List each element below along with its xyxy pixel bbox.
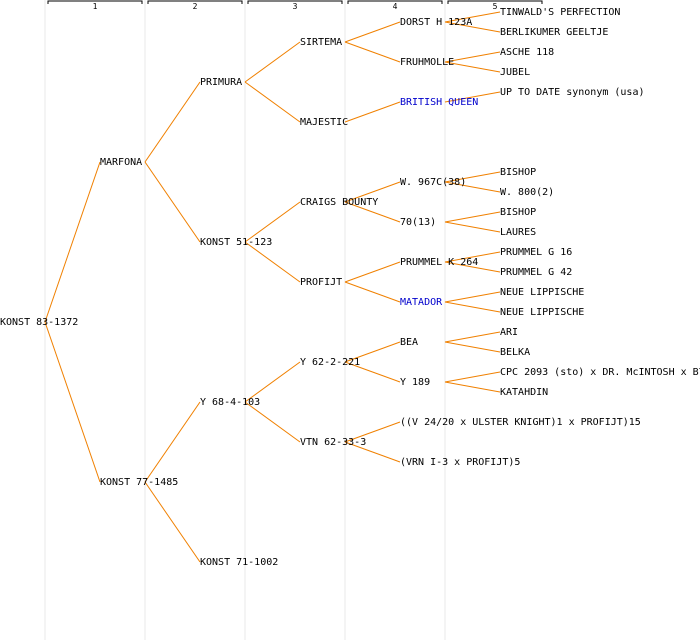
pedigree-edge xyxy=(244,401,301,443)
ancestor-label: BISHOP xyxy=(500,207,536,218)
ancestor-label: 70(13) xyxy=(400,217,436,228)
pedigree-edge xyxy=(344,101,401,123)
ancestor-label: KONST 71-1002 xyxy=(200,557,278,568)
pedigree-edge xyxy=(444,301,501,313)
ancestor-label: KONST 77-1485 xyxy=(100,477,178,488)
generation-label: 2 xyxy=(193,2,198,11)
pedigree-edge xyxy=(444,381,501,393)
ancestor-label: VTN 62-33-3 xyxy=(300,437,366,448)
ancestor-label: CRAIGS BOUNTY xyxy=(300,197,378,208)
generation-label: 4 xyxy=(393,2,398,11)
ancestor-label: KONST 51-123 xyxy=(200,237,272,248)
pedigree-edge xyxy=(344,261,401,283)
pedigree-edge xyxy=(344,181,401,203)
pedigree-edge xyxy=(444,211,501,223)
ancestor-label: FRUHMOLLE xyxy=(400,57,454,68)
pedigree-edge xyxy=(444,331,501,343)
pedigree-edge xyxy=(444,251,501,263)
pedigree-edge xyxy=(444,91,501,103)
pedigree-edge xyxy=(344,201,401,223)
generation-label: 5 xyxy=(493,2,498,11)
pedigree-edge xyxy=(444,11,501,23)
pedigree-edge xyxy=(144,81,201,163)
pedigree-edge xyxy=(344,341,401,363)
pedigree-edge xyxy=(444,221,501,233)
ancestor-label: TINWALD'S PERFECTION xyxy=(500,7,620,18)
pedigree-edge xyxy=(244,41,301,83)
ancestor-label: MAJESTIC xyxy=(300,117,348,128)
ancestor-label: ARI xyxy=(500,327,518,338)
ancestor-label: NEUE LIPPISCHE xyxy=(500,307,584,318)
ancestor-link[interactable]: MATADOR xyxy=(400,297,443,308)
ancestor-label: ((V 24/20 x ULSTER KNIGHT)1 x PROFIJT)15 xyxy=(400,417,641,428)
pedigree-edge xyxy=(244,201,301,243)
ancestor-label: CPC 2093 (sto) x DR. McINTOSH x B7 xyxy=(500,367,700,378)
ancestor-label: Y 68-4-103 xyxy=(200,397,260,408)
pedigree-edge xyxy=(244,81,301,123)
pedigree-labels: KONST 83-1372 MARFONA KONST 77-1485 PRIMURA… xyxy=(0,7,700,568)
pedigree-edge xyxy=(444,291,501,303)
ancestor-label: W. 800(2) xyxy=(500,187,554,198)
ancestor-label: JUBEL xyxy=(500,67,530,78)
pedigree-edge xyxy=(344,41,401,63)
ancestor-label: (VRN I-3 x PROFIJT)5 xyxy=(400,457,520,468)
pedigree-edge xyxy=(244,361,301,403)
pedigree-edge xyxy=(344,441,401,463)
ancestor-label: ASCHE 118 xyxy=(500,47,554,58)
ancestor-label: LAURES xyxy=(500,227,536,238)
generation-label: 3 xyxy=(293,2,298,11)
generation-label: 1 xyxy=(93,2,98,11)
pedigree-edge xyxy=(444,21,501,33)
generation-bracket xyxy=(247,0,343,4)
ancestor-link[interactable]: BRITISH QUEEN xyxy=(400,97,478,108)
generation-bracket xyxy=(147,0,243,4)
ancestor-label: BISHOP xyxy=(500,167,536,178)
generation-bracket xyxy=(447,0,543,4)
ancestor-label: NEUE LIPPISCHE xyxy=(500,287,584,298)
pedigree-edge xyxy=(44,161,101,323)
ancestor-label: W. 967C(38) xyxy=(400,177,466,188)
pedigree-edge xyxy=(444,171,501,183)
generation-grid: 1 2 3 4 5 xyxy=(44,0,543,640)
ancestor-label: PROFIJT xyxy=(300,277,342,288)
ancestor-label: PRUMMEL K 264 xyxy=(400,257,478,268)
pedigree-edge xyxy=(244,241,301,283)
ancestor-label: Y 62-2-221 xyxy=(300,357,360,368)
pedigree-edge xyxy=(444,61,501,73)
ancestor-label: Y 189 xyxy=(400,377,430,388)
pedigree-edge xyxy=(144,161,201,243)
pedigree-edge xyxy=(344,281,401,303)
pedigree-edge xyxy=(444,341,501,353)
pedigree-edges xyxy=(44,11,501,563)
ancestor-label: BEA xyxy=(400,337,418,348)
ancestor-label: PRIMURA xyxy=(200,77,242,88)
pedigree-edge xyxy=(444,261,501,273)
pedigree-edge xyxy=(444,371,501,383)
ancestor-label: BERLIKUMER GEELTJE xyxy=(500,27,608,38)
generation-bracket xyxy=(347,0,443,4)
ancestor-label: SIRTEMA xyxy=(300,37,342,48)
generation-bracket xyxy=(47,0,143,4)
pedigree-edge xyxy=(444,181,501,193)
pedigree-edge xyxy=(344,421,401,443)
pedigree-edge xyxy=(344,361,401,383)
pedigree-edge xyxy=(144,481,201,563)
pedigree-edge xyxy=(344,21,401,43)
pedigree-edge xyxy=(444,51,501,63)
pedigree-edge xyxy=(144,401,201,483)
pedigree-edge xyxy=(44,321,101,483)
ancestor-label: PRUMMEL G 16 xyxy=(500,247,572,258)
ancestor-label: UP TO DATE synonym (usa) xyxy=(500,87,645,98)
ancestor-label: DORST H 123A xyxy=(400,17,472,28)
ancestor-label: PRUMMEL G 42 xyxy=(500,267,572,278)
ancestor-label: KONST 83-1372 xyxy=(0,317,78,328)
ancestor-label: KATAHDIN xyxy=(500,387,548,398)
ancestor-label: BELKA xyxy=(500,347,530,358)
ancestor-label: MARFONA xyxy=(100,157,142,168)
